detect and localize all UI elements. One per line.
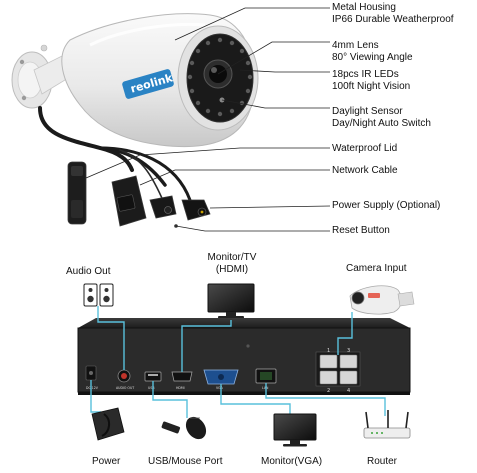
camera-body: [61, 13, 259, 148]
usb-mouse: [161, 416, 207, 440]
vga-monitor: [273, 413, 317, 447]
port-label-vga: VGA: [216, 386, 224, 390]
ir-leds: [187, 37, 253, 117]
callout-waterproof-lid: Waterproof Lid: [332, 143, 398, 154]
poe-number-4: 4: [347, 388, 350, 394]
callout-network-cable: Network Cable: [332, 165, 398, 176]
callout-ir-leds: 18pcs IR LEDs 100ft Night Vision: [332, 69, 411, 92]
label-router: Router: [367, 456, 398, 467]
camera-illustration: [11, 13, 259, 228]
camera-callout-lines: [85, 7, 331, 232]
input-camera: [349, 285, 415, 315]
nvr-port-labels: DC 12V AUDIO OUT USB HDMI VGA LAN 1 3 2 …: [86, 348, 350, 394]
power-connector: [149, 195, 211, 221]
callout-reset-button: Reset Button: [332, 225, 390, 236]
router: [363, 410, 411, 439]
label-monitor-tv: Monitor/TV (HDMI): [207, 252, 257, 275]
port-label-audio: AUDIO OUT: [116, 386, 134, 390]
hdmi-monitor: [207, 283, 255, 319]
label-monitor-vga: Monitor(VGA): [261, 456, 323, 467]
poe-number-1: 1: [327, 348, 330, 354]
callout-lens: 4mm Lens 80° Viewing Angle: [332, 40, 413, 63]
callout-power-supply: Power Supply (Optional): [332, 200, 441, 211]
connection-lines: [90, 306, 386, 418]
callout-daylight-sensor: Daylight Sensor Day/Night Auto Switch: [332, 106, 431, 129]
network-connector: [111, 175, 147, 227]
port-label-usb: USB: [148, 386, 155, 390]
label-usb-mouse: USB/Mouse Port: [148, 456, 223, 467]
waterproof-lid: [67, 161, 87, 225]
audio-out-speakers: [83, 283, 114, 307]
label-audio-out: Audio Out: [66, 266, 111, 277]
poe-number-3: 3: [347, 348, 350, 354]
port-label-dc: DC 12V: [86, 386, 99, 390]
power-adapter: [91, 407, 125, 441]
label-camera-input: Camera Input: [346, 263, 407, 274]
poe-number-2: 2: [327, 388, 330, 394]
nvr-chassis: [77, 318, 411, 395]
label-power: Power: [92, 456, 121, 467]
port-label-hdmi: HDMI: [176, 386, 185, 390]
callout-metal-housing: Metal Housing IP66 Durable Weatherproof: [332, 2, 454, 25]
